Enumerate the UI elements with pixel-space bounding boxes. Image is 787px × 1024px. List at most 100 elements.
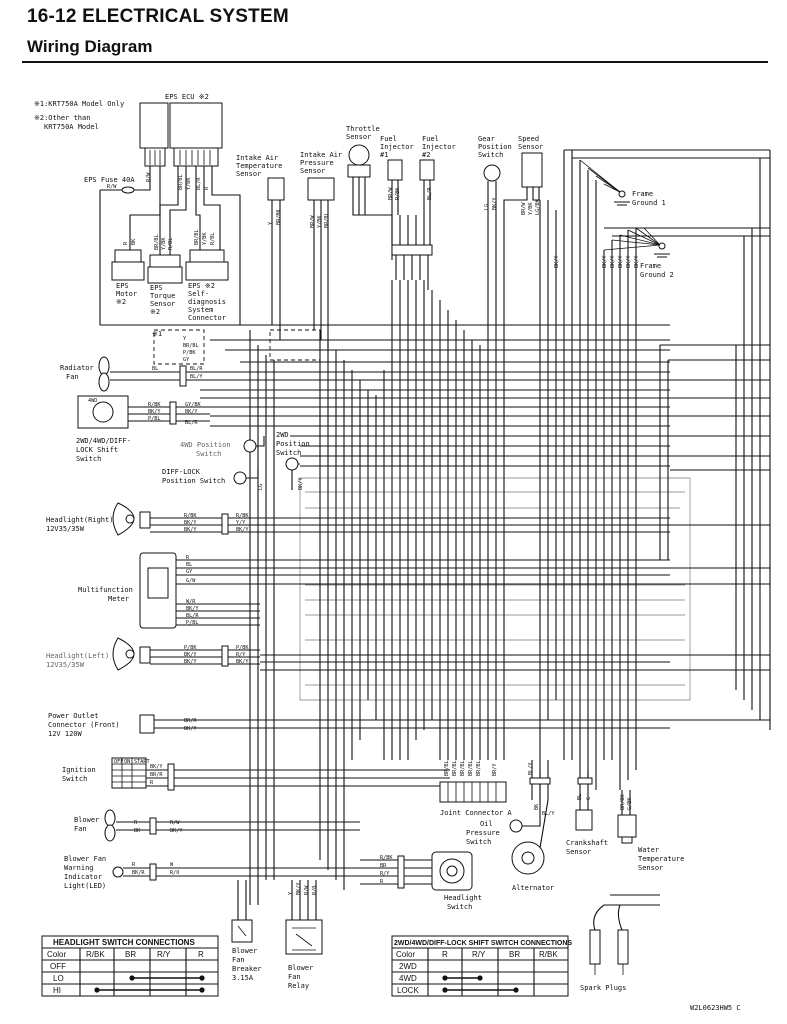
svg-text:R/Y: R/Y bbox=[157, 950, 171, 959]
svg-text:12V35/35W: 12V35/35W bbox=[46, 525, 85, 533]
svg-text:※2: ※2 bbox=[116, 298, 126, 306]
svg-text:Sensor: Sensor bbox=[236, 170, 261, 178]
svg-text:BR/W: BR/W bbox=[388, 187, 394, 200]
svg-text:R/Y: R/Y bbox=[236, 652, 246, 658]
joint-connector-a: BR/BL BR/BL BR/BL BR/BL BR/BL BR/Y Joint… bbox=[439, 760, 512, 817]
svg-text:BK/Y: BK/Y bbox=[610, 255, 616, 268]
svg-text:Water: Water bbox=[638, 846, 659, 854]
svg-text:Fan: Fan bbox=[232, 956, 245, 964]
svg-text:Color: Color bbox=[47, 950, 66, 959]
connection-dot bbox=[129, 975, 135, 981]
svg-text:R/BK: R/BK bbox=[395, 187, 401, 200]
svg-text:BL/R: BL/R bbox=[185, 420, 198, 426]
svg-text:BK/Y: BK/Y bbox=[554, 255, 560, 268]
svg-text:Relay: Relay bbox=[288, 982, 309, 990]
svg-text:Switch: Switch bbox=[196, 450, 221, 458]
shift-switch: 4WD R/BK BK/Y P/BL GY/BK BK/Y BL/R 2WD/4… bbox=[76, 395, 210, 463]
svg-text:Multifunction: Multifunction bbox=[78, 586, 133, 594]
eps-fuse: EPS Fuse 40A R/W bbox=[84, 176, 140, 325]
svg-text:Throttle: Throttle bbox=[346, 125, 380, 133]
svg-text:GY: GY bbox=[186, 569, 193, 575]
svg-text:R/BK: R/BK bbox=[148, 402, 161, 408]
svg-text:BR/R: BR/R bbox=[150, 772, 163, 778]
svg-text:BR/W: BR/W bbox=[521, 202, 527, 215]
svg-text:OFF: OFF bbox=[50, 962, 66, 971]
svg-text:BK/Y: BK/Y bbox=[236, 527, 249, 533]
svg-text:EPS ECU ※2: EPS ECU ※2 bbox=[165, 93, 209, 101]
svg-text:Fan: Fan bbox=[74, 825, 87, 833]
svg-text:2WD: 2WD bbox=[399, 962, 417, 971]
svg-text:BK/Y: BK/Y bbox=[626, 255, 632, 268]
svg-text:BK/Y: BK/Y bbox=[602, 255, 608, 268]
svg-text:BR: BR bbox=[125, 950, 136, 959]
multifunction-meter: R BL GY G/W W/R BK/Y BL/R P/BL Multifunc… bbox=[78, 552, 260, 629]
intake-air-pressure-sensor: Intake Air Pressure Sensor BR/W Y/BK BR/… bbox=[300, 151, 342, 350]
svg-text:Headlight(Right): Headlight(Right) bbox=[46, 516, 113, 524]
svg-text:R/BL: R/BL bbox=[168, 238, 174, 251]
svg-text:Temperature: Temperature bbox=[236, 162, 282, 170]
svg-text:Oil: Oil bbox=[480, 820, 493, 828]
svg-text:Speed: Speed bbox=[518, 135, 539, 143]
svg-text:GY/BK: GY/BK bbox=[185, 402, 201, 408]
svg-text:BR/BL: BR/BL bbox=[324, 212, 330, 228]
svg-text:Ground 1: Ground 1 bbox=[632, 199, 666, 207]
connection-dot bbox=[442, 975, 448, 981]
svg-text:BR: BR bbox=[509, 950, 520, 959]
svg-text:Torque: Torque bbox=[150, 292, 175, 300]
svg-text:Sensor: Sensor bbox=[518, 143, 543, 151]
intake-air-temp-sensor: Intake Air Temperature Sensor Y BR/BK bbox=[236, 154, 285, 340]
svg-text:BK: BK bbox=[534, 803, 540, 810]
svg-text:R/W: R/W bbox=[304, 885, 310, 895]
ground-wire-codes: BK/Y BK/Y BK/Y BK/Y BK/Y BK/Y bbox=[554, 255, 640, 268]
svg-text:Y: Y bbox=[268, 221, 274, 225]
water-temp-sensor: BR/BK G/BK Water Temperature Sensor bbox=[617, 790, 684, 872]
svg-text:BK/Y: BK/Y bbox=[634, 255, 640, 268]
svg-text:Ground 2: Ground 2 bbox=[640, 271, 674, 279]
svg-text:BL/R: BL/R bbox=[186, 613, 199, 619]
svg-text:Warning: Warning bbox=[64, 864, 94, 872]
svg-text:BR/BL: BR/BL bbox=[154, 234, 160, 250]
svg-text:Breaker: Breaker bbox=[232, 965, 262, 973]
svg-text:BL/Y: BL/Y bbox=[528, 762, 534, 775]
headlight-table-connections bbox=[94, 975, 205, 993]
page-subtitle: Wiring Diagram bbox=[27, 37, 153, 56]
connection-dot bbox=[199, 987, 205, 993]
headlight-right: Headlight(Right) 12V35/35W R/BK BK/Y BK/… bbox=[46, 502, 260, 536]
svg-text:BR/BL: BR/BL bbox=[178, 174, 184, 190]
svg-text:#1: #1 bbox=[380, 151, 388, 159]
svg-text:R: R bbox=[198, 950, 204, 959]
svg-text:Connector (Front): Connector (Front) bbox=[48, 721, 120, 729]
svg-text:Y/BK: Y/BK bbox=[528, 202, 534, 215]
svg-text:Sensor: Sensor bbox=[638, 864, 663, 872]
svg-text:G/BK: G/BK bbox=[627, 797, 633, 810]
svg-text:Alternator: Alternator bbox=[512, 884, 554, 892]
svg-text:BL: BL bbox=[577, 794, 583, 800]
svg-text:R/W: R/W bbox=[170, 820, 180, 826]
svg-text:BR/Y: BR/Y bbox=[492, 763, 498, 776]
svg-text:HI: HI bbox=[53, 986, 61, 995]
frame-ground-1: Frame Ground 1 bbox=[614, 190, 666, 207]
difflock-switch: DIFF-LOCK Position Switch LG BK/Y bbox=[162, 466, 304, 490]
headlight-switch-table: HEADLIGHT SWITCH CONNECTIONS Color R/BK … bbox=[41, 935, 219, 997]
svg-text:LOCK Shift: LOCK Shift bbox=[76, 446, 118, 454]
svg-text:Light(LED): Light(LED) bbox=[64, 882, 106, 890]
connection-dot bbox=[477, 975, 483, 981]
svg-text:BR/BK: BR/BK bbox=[276, 209, 282, 225]
svg-text:BL/R: BL/R bbox=[427, 187, 433, 200]
svg-text:R/BK: R/BK bbox=[86, 950, 105, 959]
svg-text:R/O: R/O bbox=[170, 870, 179, 876]
notes: ※1:KRT750A Model Only ※2:Other than KRT7… bbox=[34, 100, 124, 131]
blower-fan-led: Blower Fan Warning Indicator Light(LED) … bbox=[64, 855, 179, 890]
svg-text:Gear: Gear bbox=[478, 135, 495, 143]
svg-text:BR/BL: BR/BL bbox=[183, 343, 199, 349]
crankshaft-sensor: BL G Crankshaft Sensor bbox=[566, 770, 608, 856]
svg-text:Y: Y bbox=[288, 891, 294, 895]
svg-text:Sensor: Sensor bbox=[566, 848, 591, 856]
eps-ecu: EPS ECU ※2 R/W BR/BL Y/BK BL/R R bbox=[110, 93, 241, 325]
blower-fan: Blower Fan R BK R/W BK/Y bbox=[74, 809, 190, 842]
svg-text:R/Y: R/Y bbox=[472, 950, 486, 959]
svg-text:Position: Position bbox=[478, 143, 512, 151]
svg-text:Connector: Connector bbox=[188, 314, 226, 322]
svg-text:P/BK: P/BK bbox=[184, 645, 197, 651]
svg-text:HEADLIGHT SWITCH CONNECTIONS: HEADLIGHT SWITCH CONNECTIONS bbox=[53, 938, 195, 947]
